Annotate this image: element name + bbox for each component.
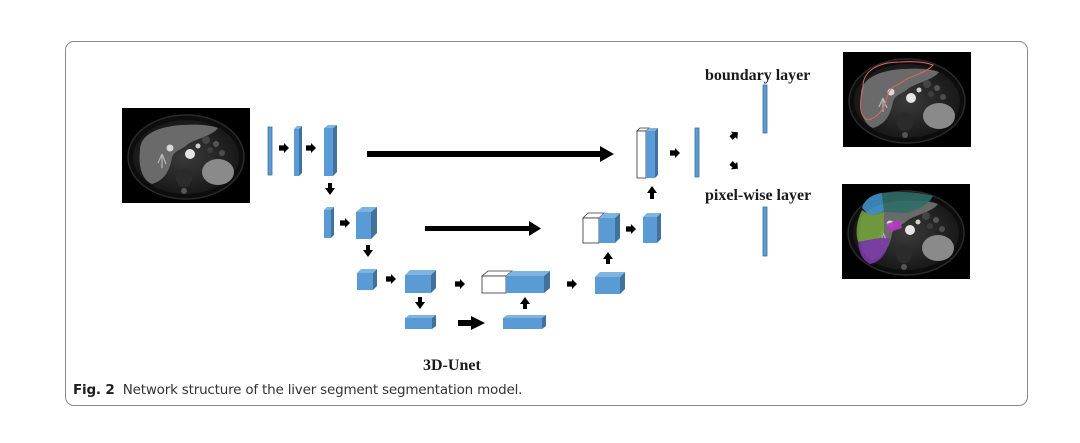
figure-caption: Fig. 2 Network structure of the liver se… bbox=[73, 382, 522, 398]
arrow-up-icon bbox=[647, 186, 657, 199]
bottleneck bbox=[405, 315, 546, 330]
conv-block bbox=[405, 315, 436, 329]
conv-block bbox=[503, 315, 546, 329]
input-mri-image bbox=[121, 107, 251, 204]
conv-block bbox=[294, 126, 302, 176]
boundary-output-image bbox=[842, 51, 972, 148]
arrow-right-icon bbox=[670, 148, 680, 158]
skip-connection-1 bbox=[367, 146, 614, 162]
arrow-down-icon bbox=[415, 297, 425, 309]
arrow-down-icon bbox=[325, 183, 335, 195]
arrow-down-icon bbox=[363, 245, 373, 257]
encoder-level-3 bbox=[357, 269, 436, 293]
arrow-right-icon bbox=[567, 279, 577, 289]
arrow-right-icon bbox=[306, 143, 316, 153]
decoder-level-3 bbox=[480, 270, 550, 294]
arrow-right-icon bbox=[386, 274, 396, 284]
concat-block bbox=[480, 270, 514, 294]
boundary-layer-block bbox=[762, 84, 768, 134]
network-label: 3D-Unet bbox=[423, 357, 481, 374]
arrow-up-right-icon bbox=[729, 131, 738, 140]
arrow-right-icon bbox=[455, 279, 465, 289]
arrow-down-right-icon bbox=[729, 161, 738, 170]
decoder-level-1 bbox=[636, 127, 700, 179]
pixelwise-layer-label: pixel-wise layer bbox=[705, 187, 811, 204]
conv-block bbox=[324, 125, 337, 176]
pixelwise-layer-block bbox=[762, 206, 768, 257]
decoder-level-2 bbox=[582, 212, 661, 244]
arrow-up-icon bbox=[603, 252, 613, 264]
arrow-right-icon bbox=[626, 224, 636, 234]
boundary-layer-label: boundary layer bbox=[705, 67, 810, 84]
arrow-right-icon bbox=[279, 143, 289, 153]
conv-block bbox=[595, 272, 625, 294]
conv-block bbox=[405, 270, 436, 293]
conv-block bbox=[646, 128, 658, 178]
conv-block bbox=[694, 127, 700, 178]
conv-block bbox=[267, 126, 273, 176]
caption-text: Network structure of the liver segment s… bbox=[122, 382, 523, 398]
conv-block bbox=[599, 213, 620, 243]
conv-block bbox=[324, 207, 334, 238]
arrow-up-icon bbox=[520, 297, 530, 309]
skip-connection-2 bbox=[425, 221, 541, 236]
encoder-level-1 bbox=[267, 125, 337, 176]
figure-number: Fig. 2 bbox=[73, 382, 115, 398]
arrow-right-icon bbox=[458, 316, 485, 330]
arrow-right-icon bbox=[340, 218, 350, 228]
conv-block bbox=[356, 207, 377, 239]
encoder-level-2 bbox=[324, 207, 377, 239]
pixelwise-output-image bbox=[841, 183, 971, 280]
conv-block bbox=[357, 269, 377, 290]
conv-block bbox=[643, 213, 661, 243]
conv-block bbox=[506, 271, 550, 293]
